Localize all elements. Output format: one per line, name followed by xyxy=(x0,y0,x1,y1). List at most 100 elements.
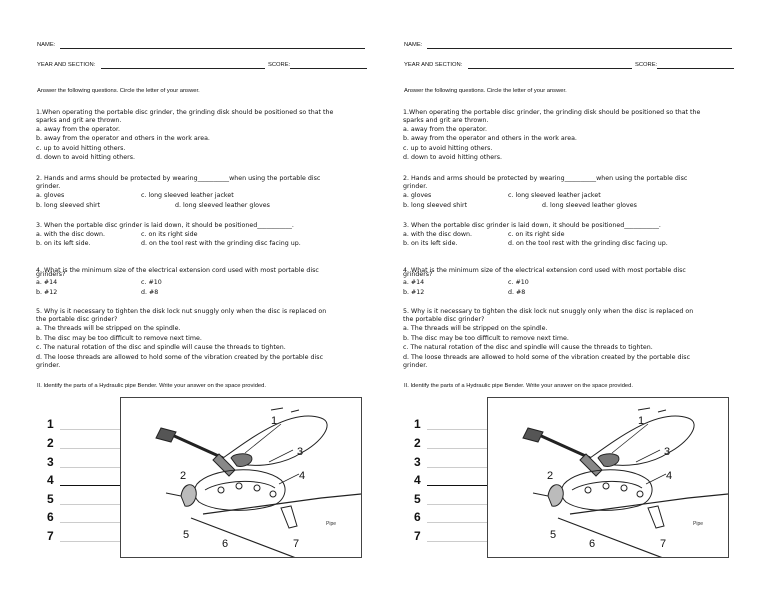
q3-choice-a[interactable]: a. with the disc down. xyxy=(403,231,473,238)
q3-choice-d[interactable]: d. on the tool rest with the grinding di… xyxy=(508,240,668,247)
figure-label: 2 xyxy=(180,470,187,482)
answer-blank[interactable] xyxy=(427,467,487,468)
answer-number: 2 xyxy=(47,436,54,450)
q5-choice-c[interactable]: c. The natural rotation of the disc and … xyxy=(403,344,653,351)
answer-number: 7 xyxy=(47,529,54,543)
answer-blank[interactable] xyxy=(60,429,120,430)
name-blank[interactable] xyxy=(427,48,732,49)
pipe-bender-figure: 1 2 3 4 5 6 7 Pipe xyxy=(120,397,362,559)
q2-choice-d[interactable]: d. long sleeved leather gloves xyxy=(542,202,637,209)
q3-choice-b[interactable]: b. on its left side. xyxy=(36,240,91,247)
q1-stem-line1: 1.When operating the portable disc grind… xyxy=(403,109,701,116)
name-label: NAME: xyxy=(37,42,56,48)
q4-stem-line2: grinders? xyxy=(36,271,66,278)
figure-label: 4 xyxy=(299,470,306,482)
q2-choice-b[interactable]: b. long sleeved shirt xyxy=(36,202,101,209)
q2-choice-b[interactable]: b. long sleeved shirt xyxy=(403,202,468,209)
score-blank[interactable] xyxy=(290,68,367,69)
answer-number: 1 xyxy=(414,417,421,431)
answer-number: 2 xyxy=(414,436,421,450)
answer-blank[interactable] xyxy=(60,504,120,505)
q4-choice-d[interactable]: d. #8 xyxy=(141,289,159,296)
q4-choice-d[interactable]: d. #8 xyxy=(508,289,526,296)
pipe-label: Pipe xyxy=(326,521,337,527)
figure-label: 1 xyxy=(271,415,278,427)
q4-choice-c[interactable]: c. #10 xyxy=(141,279,162,286)
q2-choice-a[interactable]: a. gloves xyxy=(36,192,65,199)
answer-blank[interactable] xyxy=(427,522,487,523)
q1-choice-c[interactable]: c. up to avoid hitting others. xyxy=(403,145,493,152)
year-section-label: YEAR AND SECTION: xyxy=(37,62,96,68)
q3-choice-b[interactable]: b. on its left side. xyxy=(403,240,458,247)
pipe-bender-illustration xyxy=(155,407,362,559)
q1-stem-line1: 1.When operating the portable disc grind… xyxy=(36,109,334,116)
q5-stem-line2: the portable disc grinder? xyxy=(36,316,118,323)
part2-instruction: II. Identify the parts of a Hydraulic pi… xyxy=(37,383,266,389)
q1-choice-d[interactable]: d. down to avoid hitting others. xyxy=(36,154,135,161)
q5-choice-d-line1[interactable]: d. The loose threads are allowed to hold… xyxy=(403,354,691,361)
answer-number: 5 xyxy=(414,492,421,506)
answer-blank[interactable] xyxy=(427,541,487,542)
q2-choice-c[interactable]: c. long sleeved leather jacket xyxy=(141,192,234,199)
q3-choice-a[interactable]: a. with the disc down. xyxy=(36,231,106,238)
answer-blank[interactable] xyxy=(60,541,120,542)
q4-choice-b[interactable]: b. #12 xyxy=(36,289,58,296)
answer-number: 3 xyxy=(414,455,421,469)
q5-stem-line2: the portable disc grinder? xyxy=(403,316,485,323)
q3-choice-d[interactable]: d. on the tool rest with the grinding di… xyxy=(141,240,301,247)
q5-choice-a[interactable]: a. The threads will be stripped on the s… xyxy=(403,325,548,332)
score-blank[interactable] xyxy=(657,68,734,69)
pipe-bender-illustration xyxy=(522,407,729,559)
answer-blank[interactable] xyxy=(427,448,487,449)
q5-stem-line1: 5. Why is it necessary to tighten the di… xyxy=(36,308,327,315)
q4-choice-b[interactable]: b. #12 xyxy=(403,289,425,296)
q4-choice-a[interactable]: a. #14 xyxy=(36,279,58,286)
figure-label: 4 xyxy=(666,470,673,482)
answer-blank[interactable] xyxy=(427,504,487,505)
q4-stem-line2: grinders? xyxy=(403,271,433,278)
q3-stem: 3. When the portable disc grinder is lai… xyxy=(36,222,294,229)
figure-label: 2 xyxy=(547,470,554,482)
answer-blank[interactable] xyxy=(60,448,120,449)
q1-choice-a[interactable]: a. away from the operator. xyxy=(403,126,487,133)
figure-label: 5 xyxy=(550,529,557,541)
q2-choice-d[interactable]: d. long sleeved leather gloves xyxy=(175,202,270,209)
q2-stem-line1: 2. Hands and arms should be protected by… xyxy=(36,175,321,182)
q5-choice-d-line1[interactable]: d. The loose threads are allowed to hold… xyxy=(36,354,324,361)
answer-blank[interactable] xyxy=(60,485,152,486)
q4-choice-a[interactable]: a. #14 xyxy=(403,279,425,286)
answer-blank[interactable] xyxy=(427,429,487,430)
answer-number: 6 xyxy=(47,510,54,524)
q5-choice-b[interactable]: b. The disc may be too difficult to remo… xyxy=(36,335,202,342)
answer-blank[interactable] xyxy=(60,467,120,468)
year-section-blank[interactable] xyxy=(468,68,632,69)
q1-choice-a[interactable]: a. away from the operator. xyxy=(36,126,120,133)
year-section-blank[interactable] xyxy=(101,68,265,69)
q1-choice-d[interactable]: d. down to avoid hitting others. xyxy=(403,154,502,161)
answer-number: 3 xyxy=(47,455,54,469)
answer-blank[interactable] xyxy=(427,485,519,486)
q5-choice-d-line2: grinder. xyxy=(403,362,428,369)
figure-label: 3 xyxy=(297,446,304,458)
q5-choice-a[interactable]: a. The threads will be stripped on the s… xyxy=(36,325,181,332)
q1-choice-b[interactable]: b. away from the operator and others in … xyxy=(403,135,577,142)
q3-choice-c[interactable]: c. on its right side xyxy=(141,231,198,238)
answer-number: 6 xyxy=(414,510,421,524)
figure-label: 6 xyxy=(222,538,229,550)
q5-stem-line1: 5. Why is it necessary to tighten the di… xyxy=(403,308,694,315)
q2-choice-c[interactable]: c. long sleeved leather jacket xyxy=(508,192,601,199)
q2-choice-a[interactable]: a. gloves xyxy=(403,192,432,199)
score-label: SCORE: xyxy=(268,62,291,68)
q1-choice-c[interactable]: c. up to avoid hitting others. xyxy=(36,145,126,152)
q3-choice-c[interactable]: c. on its right side xyxy=(508,231,565,238)
q2-stem-line2: grinder. xyxy=(403,183,428,190)
answer-blank[interactable] xyxy=(60,522,120,523)
q5-choice-c[interactable]: c. The natural rotation of the disc and … xyxy=(36,344,286,351)
q3-stem: 3. When the portable disc grinder is lai… xyxy=(403,222,661,229)
name-blank[interactable] xyxy=(60,48,365,49)
q1-choice-b[interactable]: b. away from the operator and others in … xyxy=(36,135,210,142)
q4-choice-c[interactable]: c. #10 xyxy=(508,279,529,286)
q5-choice-b[interactable]: b. The disc may be too difficult to remo… xyxy=(403,335,569,342)
name-label: NAME: xyxy=(404,42,423,48)
q2-stem-line1: 2. Hands and arms should be protected by… xyxy=(403,175,688,182)
